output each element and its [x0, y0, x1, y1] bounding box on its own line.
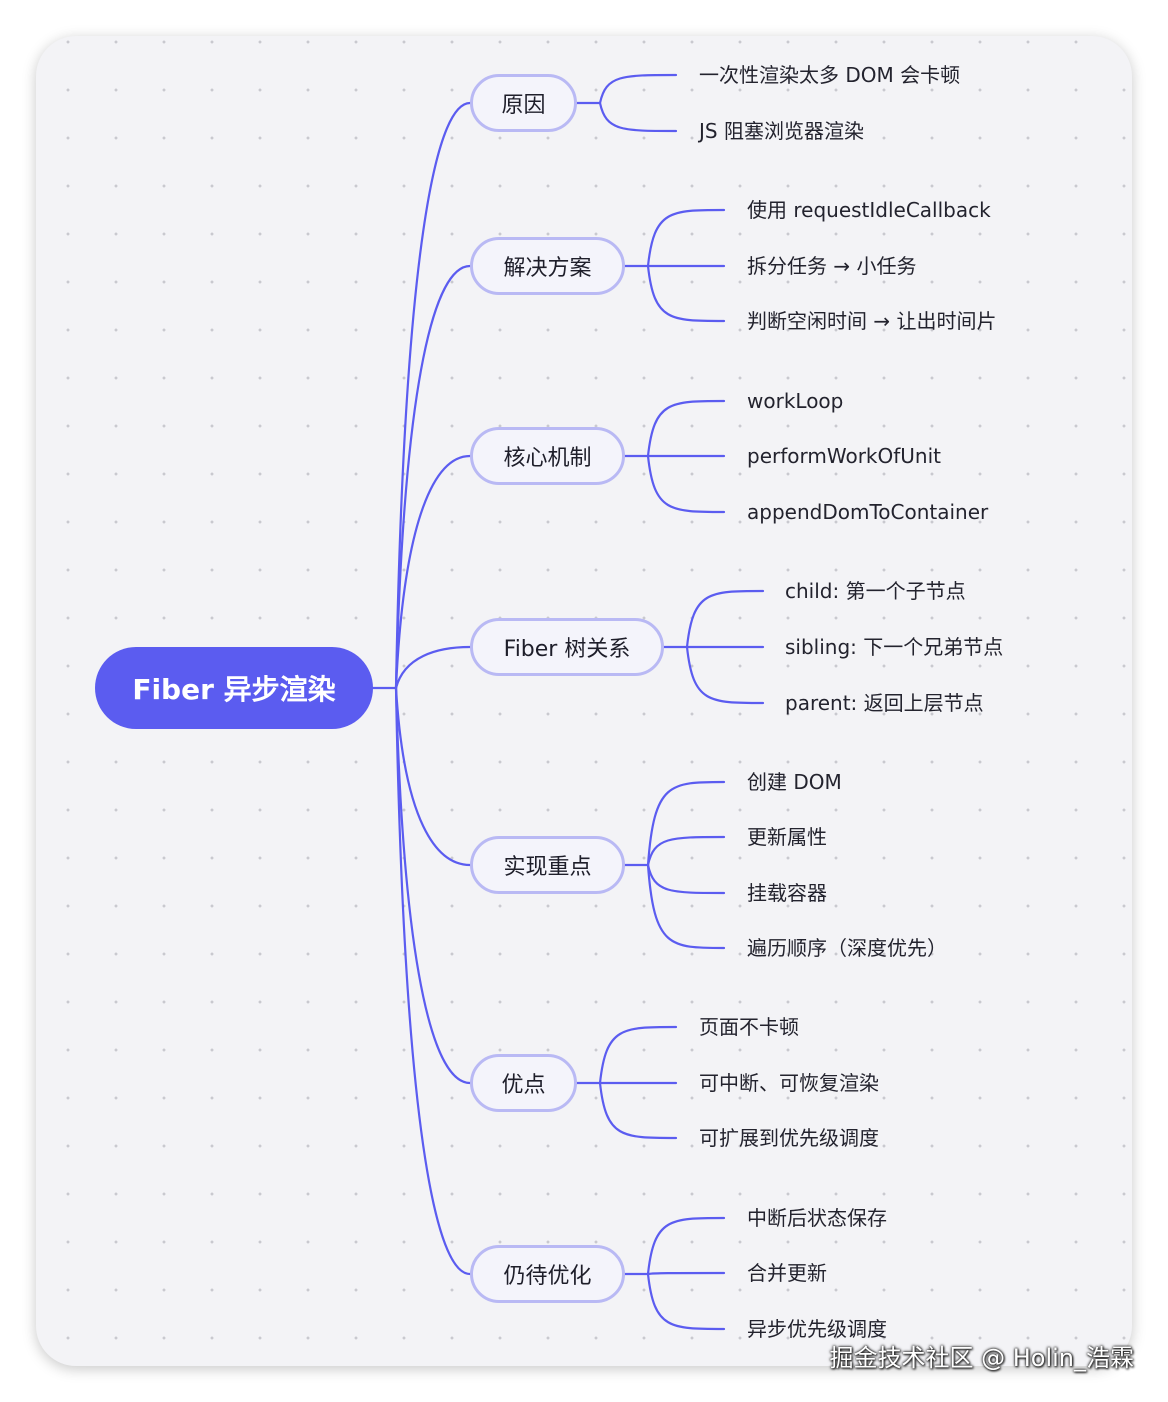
branch-node-advantages[interactable]: 优点 [470, 1054, 577, 1112]
leaf-node[interactable]: sibling: 下一个兄弟节点 [785, 635, 1004, 659]
leaf-node[interactable]: 更新属性 [747, 825, 827, 849]
leaf-node[interactable]: child: 第一个子节点 [785, 579, 966, 603]
watermark: 掘金技术社区 @ Holin_浩霖 [829, 1344, 1134, 1372]
leaf-node[interactable]: 一次性渲染太多 DOM 会卡顿 [699, 63, 961, 87]
leaf-node[interactable]: 可中断、可恢复渲染 [699, 1071, 879, 1095]
leaf-node[interactable]: 使用 requestIdleCallback [747, 198, 991, 222]
leaf-node[interactable]: 页面不卡顿 [699, 1015, 799, 1039]
leaf-node[interactable]: 遍历顺序（深度优先） [747, 936, 947, 960]
leaf-node[interactable]: 中断后状态保存 [747, 1206, 887, 1230]
root-node[interactable]: Fiber 异步渲染 [95, 647, 373, 729]
branch-node-core-mechanism[interactable]: 核心机制 [470, 427, 625, 485]
branch-node-fiber-tree[interactable]: Fiber 树关系 [470, 618, 664, 676]
leaf-node[interactable]: 判断空闲时间 → 让出时间片 [747, 309, 997, 333]
branch-node-implementation[interactable]: 实现重点 [470, 836, 625, 894]
branch-node-solution[interactable]: 解决方案 [470, 237, 625, 295]
branch-node-cause[interactable]: 原因 [470, 74, 577, 132]
leaf-node[interactable]: 挂载容器 [747, 881, 827, 905]
leaf-node[interactable]: 可扩展到优先级调度 [699, 1126, 879, 1150]
leaf-node[interactable]: 拆分任务 → 小任务 [747, 254, 917, 278]
leaf-node[interactable]: JS 阻塞浏览器渲染 [699, 119, 864, 143]
leaf-node[interactable]: performWorkOfUnit [747, 444, 941, 468]
leaf-node[interactable]: 创建 DOM [747, 770, 842, 794]
leaf-node[interactable]: parent: 返回上层节点 [785, 691, 984, 715]
leaf-node[interactable]: 合并更新 [747, 1261, 827, 1285]
leaf-node[interactable]: workLoop [747, 389, 844, 413]
leaf-node[interactable]: appendDomToContainer [747, 500, 989, 524]
leaf-node[interactable]: 异步优先级调度 [747, 1317, 887, 1341]
branch-node-todo[interactable]: 仍待优化 [470, 1245, 625, 1303]
